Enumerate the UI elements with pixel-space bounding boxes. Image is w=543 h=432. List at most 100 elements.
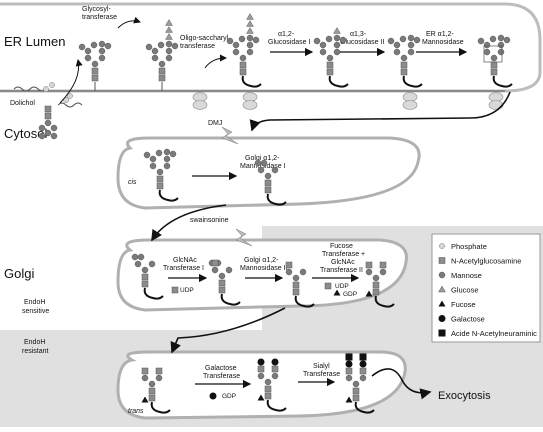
enzyme-golgi-manII-l2: Mannosidase II bbox=[240, 265, 288, 272]
glcnac-icon bbox=[141, 367, 149, 375]
glcnac-icon bbox=[264, 179, 272, 187]
mannose-icon bbox=[483, 48, 491, 56]
mannose-icon bbox=[149, 162, 157, 170]
gdp-label-2: GDP bbox=[222, 393, 236, 400]
galactose-icon bbox=[345, 360, 353, 368]
mannose-icon bbox=[333, 41, 341, 49]
mannose-icon bbox=[50, 132, 58, 140]
mannose-icon bbox=[165, 47, 173, 55]
mannose-icon bbox=[211, 266, 219, 274]
legend-item-sialic-label: Acide N-Acetylneuraminic bbox=[451, 329, 537, 338]
polypeptide bbox=[492, 75, 513, 88]
mannose-icon bbox=[246, 34, 254, 42]
mannose-icon bbox=[264, 378, 272, 386]
mannose-icon bbox=[352, 380, 360, 388]
transport-arrow bbox=[249, 91, 511, 132]
mannose-icon bbox=[260, 159, 268, 167]
mannose-icon bbox=[151, 54, 159, 62]
mannose-icon bbox=[407, 34, 415, 42]
mannose-icon bbox=[483, 41, 491, 49]
mannose-icon bbox=[254, 159, 262, 167]
glcnac-icon bbox=[352, 387, 360, 395]
mannose-icon bbox=[134, 260, 142, 268]
mannose-icon bbox=[246, 48, 254, 56]
glcnac-icon bbox=[156, 175, 164, 183]
fucose-icon bbox=[141, 396, 149, 403]
cytosol-label: Cytosol bbox=[4, 126, 47, 141]
glcnac-icon bbox=[326, 61, 334, 69]
transport-arrow bbox=[170, 307, 286, 354]
glcnac-icon bbox=[155, 367, 163, 375]
mannose-icon bbox=[387, 37, 395, 45]
endoh-sensitive-label-1: EndoH bbox=[24, 299, 45, 306]
mannose-icon bbox=[163, 155, 171, 163]
ost-complex bbox=[402, 92, 418, 102]
er-lumen-label: ER Lumen bbox=[4, 34, 65, 49]
ost-complex bbox=[192, 92, 208, 102]
glcnac-icon bbox=[218, 286, 226, 294]
glcnac-icon bbox=[158, 67, 166, 75]
phosphate-icon bbox=[49, 82, 55, 88]
polypeptide bbox=[402, 75, 423, 88]
transport-arrow bbox=[151, 204, 227, 242]
mannose-icon bbox=[345, 374, 353, 382]
glcnac-icon bbox=[257, 365, 265, 373]
enzyme-gluI-l1: α1,2- bbox=[278, 31, 295, 38]
glcnac-icon bbox=[141, 280, 149, 288]
glcnac-icon bbox=[372, 281, 380, 289]
mannose-icon bbox=[149, 155, 157, 163]
glcnac-icon bbox=[148, 387, 156, 395]
mannose-icon bbox=[148, 380, 156, 388]
enzyme-glcnac-tI-l2: Transferase I bbox=[163, 265, 204, 272]
glcnac-icon bbox=[44, 112, 52, 120]
mannose-icon bbox=[38, 132, 46, 140]
mannose-icon bbox=[413, 36, 421, 44]
mannose-icon bbox=[98, 40, 106, 48]
inhibitor-bolt-icon bbox=[221, 126, 239, 145]
fucose-icon bbox=[333, 289, 341, 296]
mannose-icon bbox=[155, 149, 163, 157]
udp-label-2: UDP bbox=[335, 283, 349, 290]
enzyme-fuc-glcnac-tII-l3: GlcNAc bbox=[331, 259, 355, 266]
exocytosis-label: Exocytosis bbox=[438, 390, 491, 402]
fucose-icon bbox=[365, 290, 373, 297]
legend-item-galactose-label: Galactose bbox=[451, 315, 485, 324]
mannose-icon bbox=[333, 34, 341, 42]
glucose-icon bbox=[165, 19, 173, 26]
legend-item-fucose-label: Fucose bbox=[451, 300, 476, 309]
glucose-icon bbox=[165, 26, 173, 33]
enzyme-er-mannosidase-l2: Mannosidase bbox=[422, 39, 464, 46]
mannose-icon bbox=[319, 41, 327, 49]
mannose-icon bbox=[271, 372, 279, 380]
glcnac-icon bbox=[91, 67, 99, 75]
glcnac-icon bbox=[292, 288, 300, 296]
endoh-resistant-label-2: resistant bbox=[22, 348, 49, 355]
mannose-icon bbox=[239, 54, 247, 62]
glcnac-icon bbox=[324, 282, 332, 290]
mannose-icon bbox=[333, 48, 341, 56]
phosphate-icon bbox=[67, 93, 73, 99]
glcnac-icon bbox=[218, 279, 226, 287]
glcnac-icon bbox=[490, 68, 498, 76]
mannose-icon bbox=[78, 43, 86, 51]
enzyme-er-mannosidase-l1: ER α1,2- bbox=[426, 31, 454, 38]
mannose-icon bbox=[98, 47, 106, 55]
mannose-icon bbox=[379, 268, 387, 276]
ost-complex bbox=[192, 100, 208, 110]
phosphate-icon bbox=[439, 243, 445, 249]
sialic-acid-icon bbox=[359, 353, 367, 361]
mannose-icon bbox=[489, 35, 497, 43]
polypeptide bbox=[241, 75, 262, 88]
mannose-icon bbox=[44, 129, 52, 137]
inhibitor-bolt-icon bbox=[235, 228, 253, 247]
mannose-icon bbox=[497, 48, 505, 56]
legend-item-phosphate-label: Phosphate bbox=[451, 242, 487, 251]
glcnac-icon bbox=[91, 74, 99, 82]
glcnac-icon bbox=[171, 286, 179, 294]
glcnac-icon bbox=[264, 385, 272, 393]
fucose-icon bbox=[345, 396, 353, 403]
exocytosis-arrow bbox=[371, 368, 432, 400]
mannose-icon bbox=[400, 54, 408, 62]
mannose-icon bbox=[407, 41, 415, 49]
arrow bbox=[204, 54, 227, 69]
